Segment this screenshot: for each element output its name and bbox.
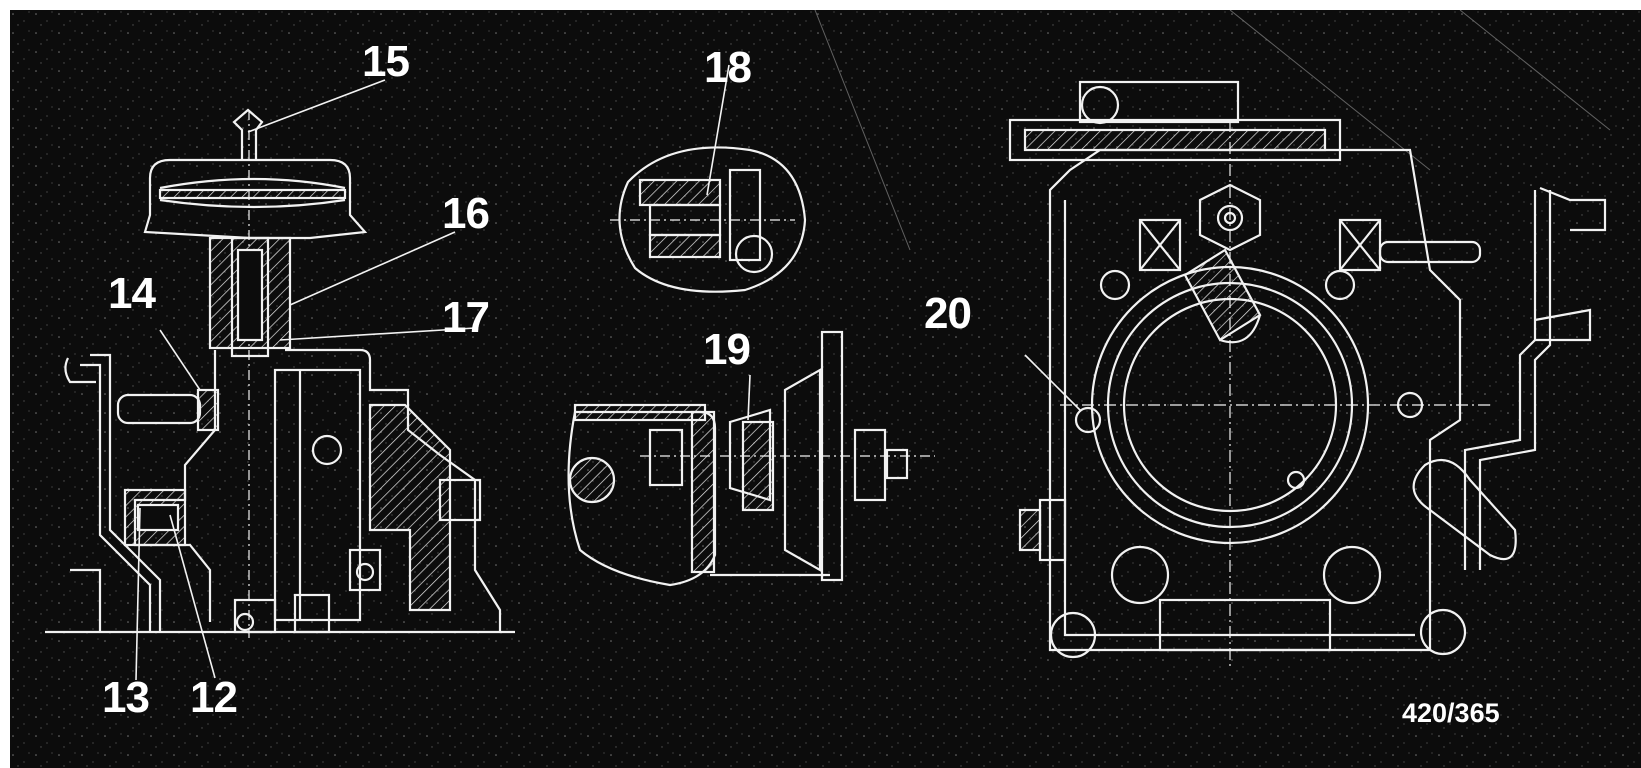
callout-19: 19 [703, 325, 751, 374]
callout-15: 15 [362, 37, 410, 86]
right-end-view [1008, 80, 1607, 670]
line-art [10, 10, 1641, 768]
left-section-view [45, 108, 515, 638]
scratches [814, 10, 1611, 251]
detail-19-view [567, 330, 935, 587]
figure-reference: 420/365 [1402, 698, 1500, 728]
callout-17: 17 [442, 293, 490, 342]
callout-16: 16 [442, 189, 490, 238]
callout-14: 14 [108, 269, 156, 318]
callout-12: 12 [190, 673, 238, 722]
left-leaders [135, 79, 476, 681]
callout-20: 20 [924, 289, 972, 338]
detail-18-view [610, 64, 807, 293]
callout-18: 18 [704, 43, 752, 92]
callout-13: 13 [102, 673, 150, 722]
paper-speckle [10, 10, 1641, 768]
drawing-plate: 15 16 14 17 13 12 18 19 20 420/365 [10, 10, 1641, 768]
